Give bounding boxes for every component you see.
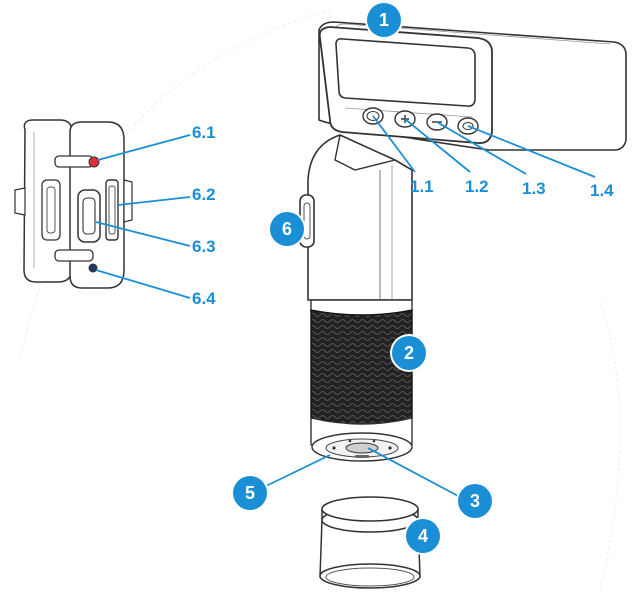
label-1-3: 1.3 <box>522 179 546 198</box>
label-6-1: 6.1 <box>192 123 216 142</box>
callout-6-text: 6 <box>281 218 292 239</box>
callout-4-text: 4 <box>417 525 428 546</box>
label-6-4: 6.4 <box>192 289 216 308</box>
focus-grip <box>310 309 413 425</box>
leader-lines <box>95 115 596 498</box>
label-6-2: 6.2 <box>192 185 216 204</box>
screen-head <box>318 21 627 171</box>
reset-hole <box>88 263 98 273</box>
callout-badge-6: 6 <box>270 212 304 246</box>
callout-3-text: 3 <box>469 490 480 511</box>
callout-1-text: 1 <box>378 9 389 30</box>
callout-badge-2: 2 <box>392 336 426 370</box>
callout-badge-3: 3 <box>458 484 492 518</box>
microscope-body <box>299 134 413 462</box>
label-1-1: 1.1 <box>410 177 434 196</box>
lens-cap <box>319 496 421 589</box>
display-screen <box>335 38 476 107</box>
label-1-4: 1.4 <box>590 181 614 200</box>
callout-badge-4: 4 <box>406 519 440 553</box>
callout-badge-5: 5 <box>233 476 267 510</box>
red-led-icon <box>88 156 100 168</box>
side-port-panel <box>14 119 133 289</box>
callout-5-text: 5 <box>244 482 255 503</box>
callout-badge-1: 1 <box>367 3 401 37</box>
label-1-2: 1.2 <box>465 177 489 196</box>
callout-2-text: 2 <box>403 342 414 363</box>
label-6-3: 6.3 <box>192 237 216 256</box>
